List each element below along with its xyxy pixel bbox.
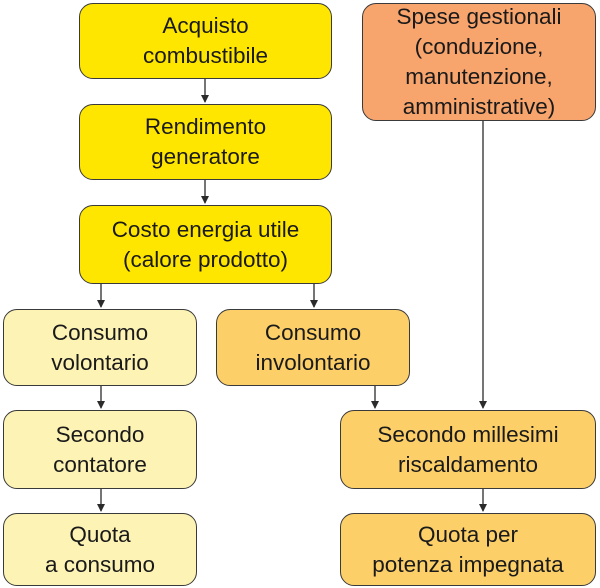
node-secondo-contatore: Secondo contatore [3,410,197,489]
node-consumo-volontario: Consumo volontario [3,309,197,386]
node-rendimento-generatore: Rendimento generatore [79,104,332,180]
node-acquisto-combustibile: Acquisto combustibile [79,3,332,79]
node-quota-a-consumo: Quota a consumo [3,513,197,586]
node-consumo-involontario: Consumo involontario [216,309,410,386]
node-quota-potenza-impegnata: Quota per potenza impegnata [340,513,596,586]
node-costo-energia-utile: Costo energia utile (calore prodotto) [79,205,332,284]
node-secondo-millesimi-riscaldamento: Secondo millesimi riscaldamento [340,410,596,489]
node-spese-gestionali: Spese gestionali (conduzione, manutenzio… [362,3,596,121]
